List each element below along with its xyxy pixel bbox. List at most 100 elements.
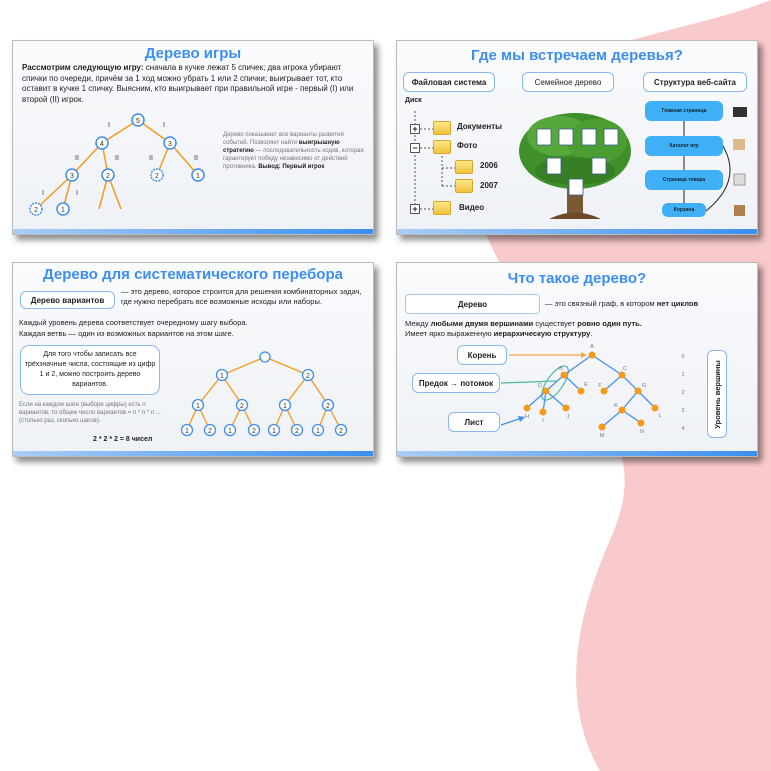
node-label: 2 xyxy=(106,173,110,180)
tree-node xyxy=(618,406,626,414)
svg-text:J: J xyxy=(567,414,570,420)
slide-title: Где мы встречаем деревья? xyxy=(471,47,683,64)
svg-text:2: 2 xyxy=(295,428,299,435)
site-node: Каталог игр xyxy=(645,136,723,156)
term-box: Дерево xyxy=(405,294,540,314)
svg-text:1: 1 xyxy=(283,403,287,410)
tree-node xyxy=(523,404,531,412)
folder-icon xyxy=(455,160,473,174)
svg-text:M: M xyxy=(600,433,605,439)
ancestor-label: Предок → потомок xyxy=(412,373,500,393)
svg-text:1: 1 xyxy=(681,372,684,378)
edit-icon xyxy=(733,173,746,186)
site-node: Страница товара xyxy=(645,170,723,190)
disk-label: Диск xyxy=(405,97,422,104)
level-label-box: Уровень вершины xyxy=(707,350,727,438)
collapse-icon[interactable]: − xyxy=(410,143,420,153)
tab-website-structure: Структура веб-сайта xyxy=(643,72,747,92)
note-text: Если на каждом шаге (выборе цифры) есть … xyxy=(19,402,161,424)
svg-text:B: B xyxy=(559,366,563,372)
term-box: Дерево вариантов xyxy=(20,291,115,309)
root-label: Корень xyxy=(457,345,507,365)
svg-text:4: 4 xyxy=(681,426,684,432)
tab-file-system: Файловая система xyxy=(403,72,495,92)
svg-text:1: 1 xyxy=(196,403,200,410)
tree-node xyxy=(539,408,547,416)
level-text: Каждый уровень дерева соответствует очер… xyxy=(19,318,248,327)
intro-text: Рассмотрим следующую игру: сначала в куч… xyxy=(22,63,354,104)
slide-what-is-tree: Что такое дерево? Дерево — это связный г… xyxy=(396,262,758,457)
slide-where-trees: Где мы встречаем деревья? Файловая систе… xyxy=(396,40,758,235)
family-tree-image xyxy=(519,113,631,219)
edge-label: I xyxy=(163,122,165,129)
node-label: 2 xyxy=(155,173,159,180)
box-icon xyxy=(733,139,745,150)
tree-node xyxy=(95,136,109,150)
slide-title: Дерево для систематического перебора xyxy=(43,266,343,283)
folder-icon xyxy=(433,121,451,135)
formula-text: 2 * 2 * 2 = 8 чисел xyxy=(93,436,153,443)
svg-text:I: I xyxy=(542,418,544,424)
edge-label: I xyxy=(42,190,44,197)
tree-node xyxy=(618,371,626,379)
tree-node xyxy=(560,371,568,379)
svg-text:3: 3 xyxy=(681,408,684,414)
site-node: Главная страница xyxy=(645,101,723,121)
tree-node xyxy=(562,404,570,412)
svg-text:1: 1 xyxy=(220,373,224,380)
tree-node xyxy=(191,168,205,182)
tree-node xyxy=(101,168,115,182)
svg-text:1: 1 xyxy=(316,428,320,435)
tree-node xyxy=(542,387,550,395)
hierarchy-text: Имеет ярко выраженную иерархическую стру… xyxy=(405,329,593,338)
svg-text:E: E xyxy=(584,382,588,388)
definition-text: — это дерево, которое строится для решен… xyxy=(121,287,362,306)
expand-icon[interactable]: + xyxy=(410,124,420,134)
tree-node xyxy=(56,202,70,216)
svg-text:2: 2 xyxy=(326,403,330,410)
edge-label: I xyxy=(76,190,78,197)
tab-family-tree: Семейное дерево xyxy=(522,72,614,92)
site-node: Корзина xyxy=(662,203,706,217)
svg-text:0: 0 xyxy=(681,354,684,360)
folder-label: 2007 xyxy=(480,181,498,190)
svg-text:G: G xyxy=(642,383,646,389)
svg-text:2: 2 xyxy=(681,390,684,396)
tree-node xyxy=(598,423,606,431)
svg-text:C: C xyxy=(623,366,627,372)
svg-text:2: 2 xyxy=(208,428,212,435)
svg-text:L: L xyxy=(658,413,661,419)
svg-text:K: K xyxy=(614,403,618,409)
folder-label: Документы xyxy=(457,122,502,131)
folder-label: Фото xyxy=(457,141,478,150)
svg-text:H: H xyxy=(525,414,529,420)
svg-text:1: 1 xyxy=(228,428,232,435)
tree-node xyxy=(65,168,79,182)
node-label: 4 xyxy=(100,141,104,148)
slide-variant-tree: Дерево для систематического перебора Дер… xyxy=(12,262,374,457)
tree-node xyxy=(150,168,164,182)
example-box: Для того чтобы записать все трёхзначные … xyxy=(20,345,160,395)
branch-text: Каждая ветвь — один из возможных вариант… xyxy=(19,329,234,338)
svg-text:2: 2 xyxy=(252,428,256,435)
edge-label: II xyxy=(115,155,119,162)
edge-label: II xyxy=(194,155,198,162)
node-label: 3 xyxy=(168,141,172,148)
expand-icon[interactable]: + xyxy=(410,204,420,214)
tree-node xyxy=(577,387,585,395)
tree-node xyxy=(29,202,43,216)
tree-node xyxy=(637,419,645,427)
tree-node xyxy=(600,387,608,395)
svg-text:A: A xyxy=(590,344,594,350)
slide-title: Дерево игры xyxy=(144,45,242,62)
folder-label: Видео xyxy=(459,203,485,212)
edge-label: II xyxy=(75,155,79,162)
svg-text:D: D xyxy=(538,383,542,389)
edge-label: I xyxy=(108,122,110,129)
slide-title: Что такое дерево? xyxy=(507,270,647,287)
monitor-icon xyxy=(733,107,747,117)
folder-icon xyxy=(455,179,473,193)
